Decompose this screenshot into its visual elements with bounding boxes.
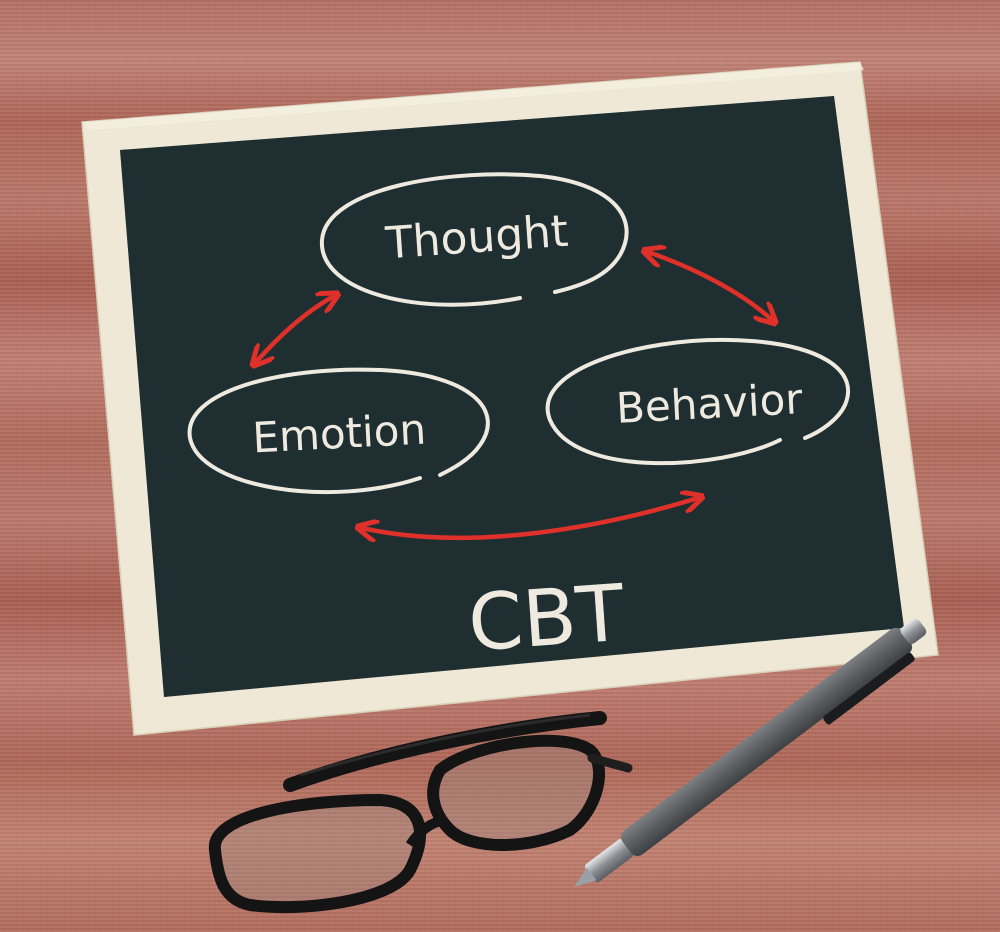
behavior-ellipse xyxy=(545,337,851,466)
diagram xyxy=(187,172,851,495)
emotion-label: Emotion xyxy=(251,405,427,463)
pen-button xyxy=(900,618,927,644)
behavior-label: Behavior xyxy=(615,374,805,433)
pen xyxy=(574,618,927,888)
thought-ellipse xyxy=(319,172,629,307)
arrow-emotion-thought xyxy=(256,296,334,362)
cbt-title: CBT xyxy=(465,569,627,670)
pen-barrel xyxy=(620,627,913,857)
pen-tip xyxy=(584,838,634,883)
arrow-thought-behavior xyxy=(648,252,772,320)
pen-clip xyxy=(823,652,915,725)
emotion-ellipse xyxy=(187,367,490,495)
glasses-left-lens xyxy=(208,793,426,914)
arrows xyxy=(256,252,772,538)
eyeglasses xyxy=(208,711,633,914)
glasses-right-lens xyxy=(427,734,606,851)
arrow-emotion-behavior xyxy=(362,498,698,538)
